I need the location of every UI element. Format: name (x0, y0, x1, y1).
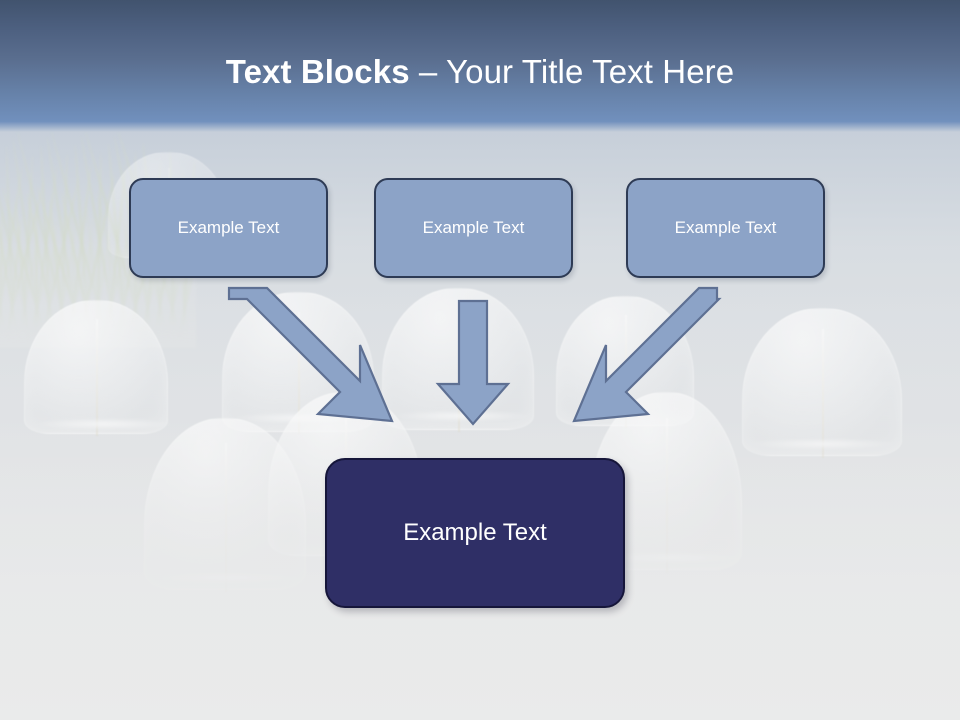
title-bold-part: Text Blocks (225, 53, 410, 90)
text-block-1[interactable]: Example Text (129, 178, 328, 278)
title-rest-part: – Your Title Text Here (409, 53, 735, 90)
text-block-3[interactable]: Example Text (626, 178, 825, 278)
text-block-2-label: Example Text (422, 218, 525, 237)
text-block-2[interactable]: Example Text (374, 178, 573, 278)
page-title: Text Blocks – Your Title Text Here (0, 52, 960, 92)
text-block-1-label: Example Text (177, 218, 280, 237)
text-block-3-label: Example Text (674, 218, 777, 237)
title-band (0, 0, 960, 132)
result-text-block-label: Example Text (403, 519, 547, 546)
result-text-block[interactable]: Example Text (325, 458, 625, 608)
